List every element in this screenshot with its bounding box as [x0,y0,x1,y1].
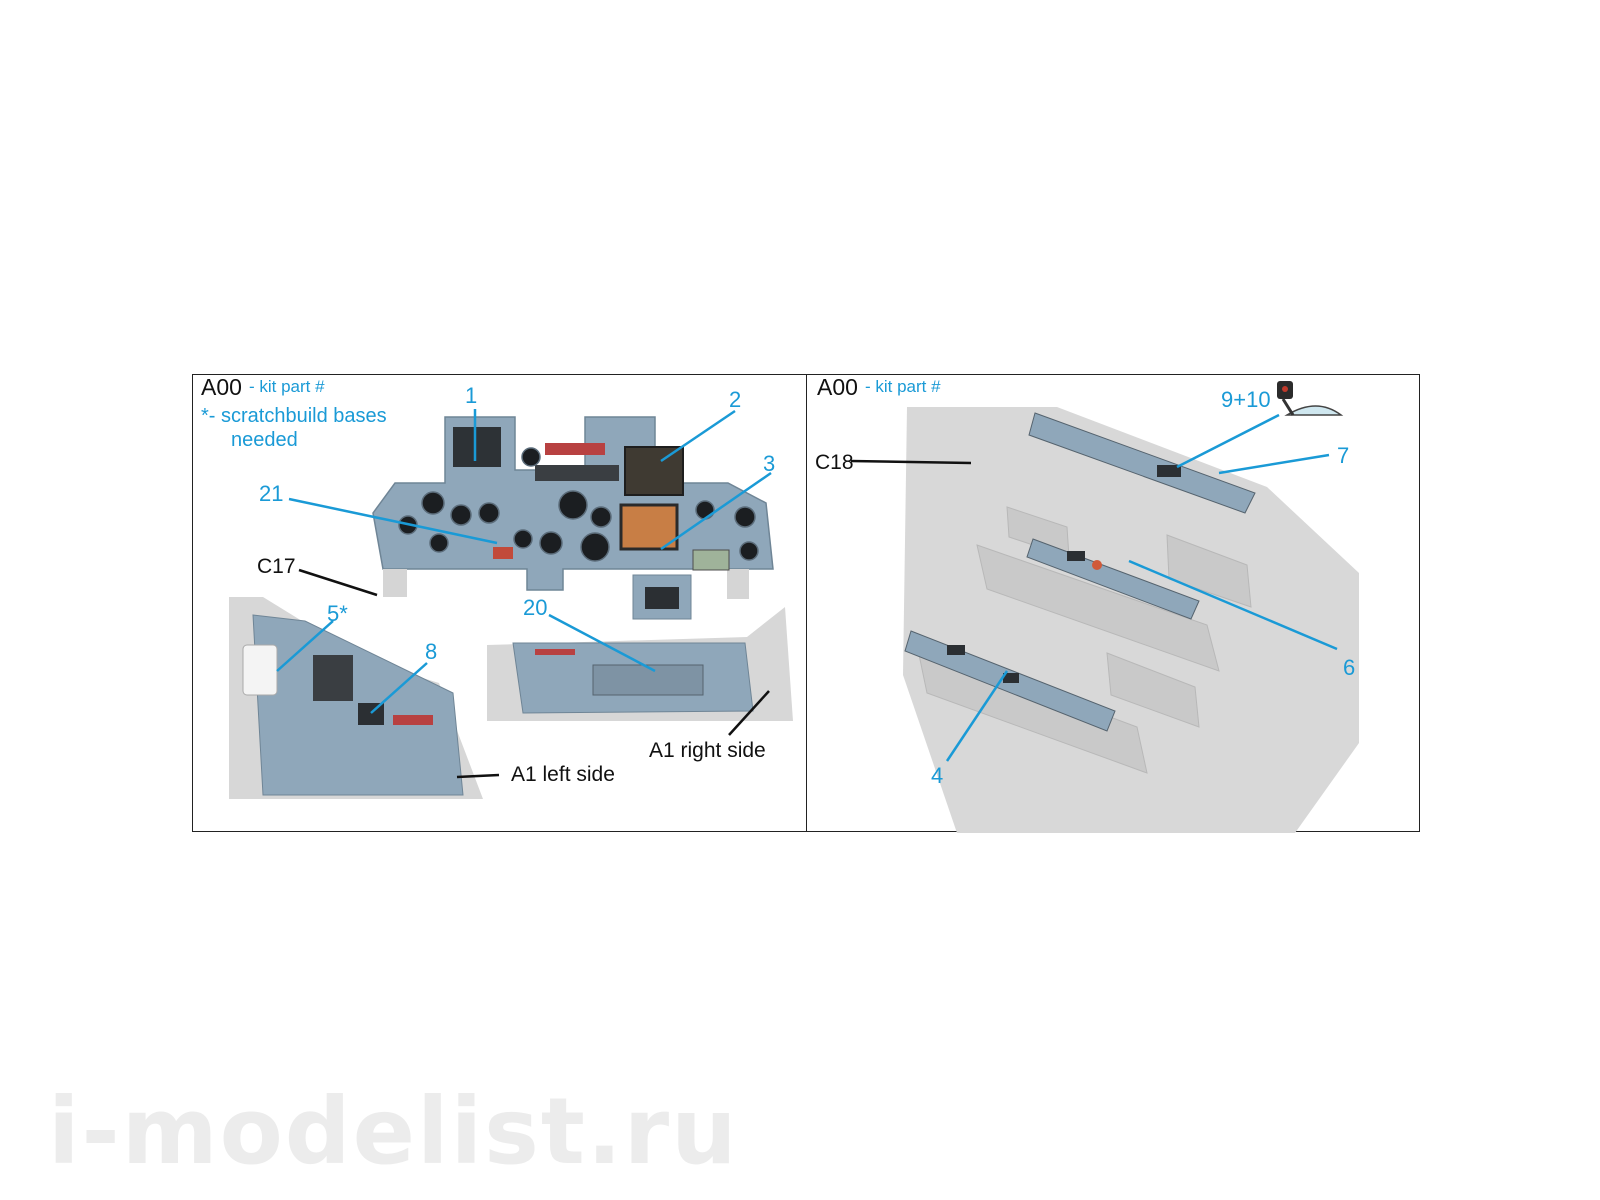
part-label-c18: C18 [815,451,854,474]
callout-6: 6 [1343,655,1356,680]
left-console-red-strip [393,715,433,725]
callout-3: 3 [763,451,776,476]
scratchbuild-base [242,644,278,696]
callout-8: 8 [425,639,438,664]
throttle-icon [1277,381,1344,416]
right-panel-artwork [850,381,1359,833]
left-heading-note: - kit part # [249,377,325,396]
callout-9-plus-10: 9+10 [1221,387,1271,412]
left-heading: A00 [201,374,242,400]
asterisk-note: *- scratchbuild bases [201,405,387,427]
callout-5-asterisk: 5* [327,601,348,626]
warning-lights [545,443,605,455]
gauge-cluster [398,447,759,562]
left-panel: A00 - kit part # *- scratchbuild bases n… [193,374,806,831]
right-console-red-strip [535,649,575,655]
right-panel: A00 - kit part # 9+10 7 6 4 C18 [807,374,1419,833]
left-console-block-a [313,655,353,701]
watermark: i-modelist.ru [48,1078,739,1185]
upper-display [624,446,684,496]
right-heading-note: - kit part # [865,377,941,396]
top-center-strip [535,465,619,481]
black-leader-lines-right [850,459,972,465]
upper-side-panel [1028,412,1256,514]
part-label-a1-right-side: A1 right side [649,739,766,762]
callout-7: 7 [1337,443,1350,468]
left-panel-artwork [229,409,793,799]
callout-1: 1 [465,383,478,408]
part-label-c17: C17 [257,555,296,578]
right-module [692,549,730,571]
blue-leader-lines [276,409,772,714]
red-switch [493,547,513,559]
black-leader-lines [298,568,770,779]
lower-display [619,503,679,551]
callout-20: 20 [523,595,548,620]
red-indicator [1092,560,1102,570]
lower-center-instrument [645,587,679,609]
diagram-frame: A00 - kit part # *- scratchbuild bases n… [192,374,1420,833]
right-console-switch-bank [592,664,704,696]
panel-foot-right [727,569,749,599]
blue-leader-lines-right [945,413,1338,762]
callout-2: 2 [729,387,742,412]
part-label-a1-left-side: A1 left side [511,763,615,786]
panel-foot-left [383,569,407,597]
asterisk-note-line2: needed [231,429,298,451]
right-heading: A00 [817,374,858,400]
top-left-block [453,427,501,467]
frame-divider [806,375,807,831]
callout-4: 4 [931,763,944,788]
side-panel-details [947,465,1181,683]
callout-21: 21 [259,481,284,506]
